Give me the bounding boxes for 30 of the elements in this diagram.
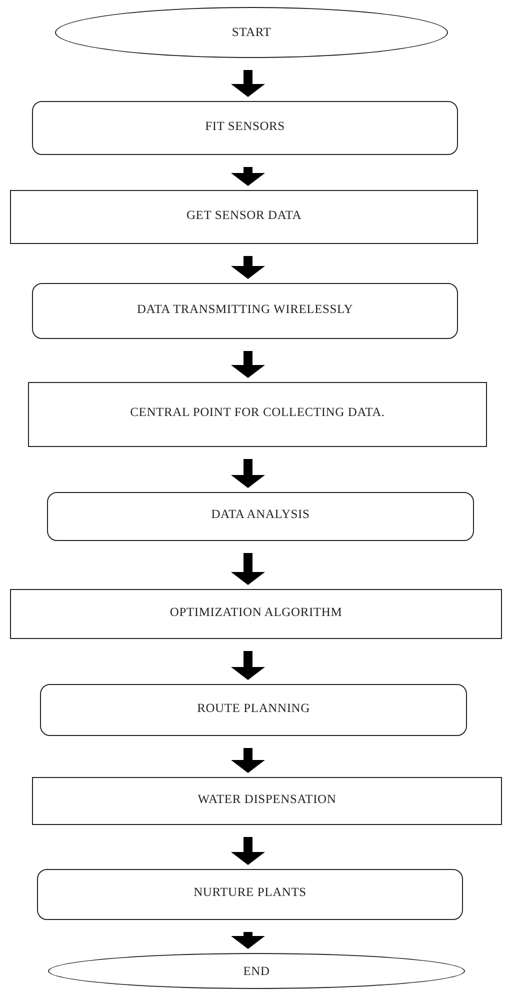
arrow [231, 459, 265, 488]
arrow [231, 932, 265, 949]
arrow [231, 256, 265, 279]
step-label: GET SENSOR DATA [185, 208, 303, 222]
step-label: FIT SENSORS [204, 118, 286, 134]
step-label: WATER DISPENSATION [196, 792, 338, 806]
step-label: DATA ANALYSIS [210, 507, 311, 522]
arrow [231, 351, 265, 378]
process-box [47, 492, 474, 541]
process-box [37, 869, 463, 920]
step-box [28, 382, 487, 447]
step-box [10, 190, 478, 244]
step-label: DATA TRANSMITTING WIRELESSLY [136, 302, 354, 316]
process-box [40, 684, 467, 736]
step-box [32, 777, 502, 825]
arrow [231, 651, 265, 680]
process-box [32, 101, 458, 155]
arrow [231, 70, 265, 97]
arrow [231, 837, 265, 865]
step-box [10, 589, 502, 639]
step-label: END [242, 964, 271, 978]
step-label: NURTURE PLANTS [192, 885, 308, 900]
arrow [231, 167, 265, 186]
arrow [231, 553, 265, 585]
step-label: CENTRAL POINT FOR COLLECTING DATA. [129, 405, 386, 420]
step-label: OPTIMIZATION ALGORITHM [168, 604, 344, 620]
arrow [231, 748, 265, 773]
step-label: START [230, 25, 272, 40]
process-box [32, 283, 458, 339]
step-label: ROUTE PLANNING [196, 700, 311, 716]
